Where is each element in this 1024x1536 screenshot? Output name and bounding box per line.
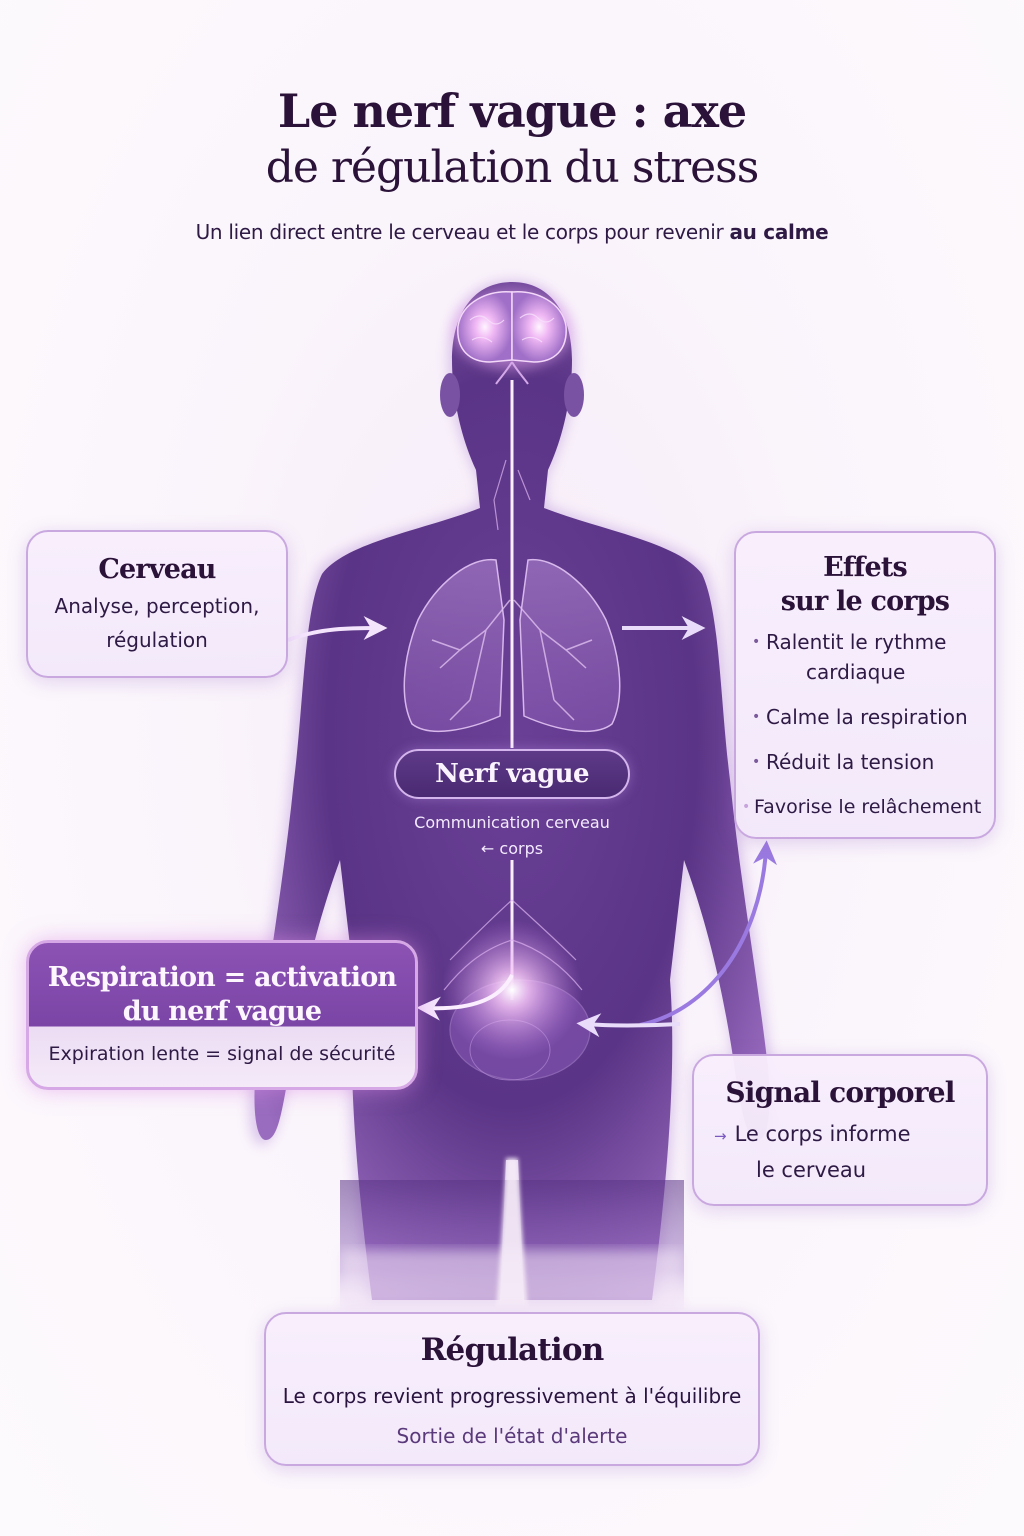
effets-list-item: Réduit la tension [736,747,994,777]
nerf-vague-caption: Communication cerveau ← corps [414,813,610,858]
card-regulation-subtext: Sortie de l'état d'alerte [396,1424,628,1448]
arrow-signal-to-gut [576,1013,681,1038]
card-cerveau-text: Analyse, perception, régulation [54,594,260,652]
effets-list-item: Favorise le relâchement [736,792,994,822]
page-subtitle: Un lien direct entre le cerveau et le co… [0,220,1024,244]
lungs-icon [403,558,621,733]
card-signal-text: →Le corps informe le cerveau [714,1122,911,1182]
subtitle-bold: au calme [729,220,829,244]
card-respiration-text: Expiration lente = signal de sécurité [48,1043,396,1065]
page-title-line2: de régulation du stress [265,142,760,193]
card-effets-title: Effets sur le corps [780,552,950,617]
card-respiration-title: Respiration = activation du nerf vague [47,962,397,1027]
card-signal-title: Signal corporel [725,1076,955,1109]
card-regulation-title: Régulation [420,1332,605,1368]
arrow-signal-to-effets [639,840,778,1027]
gut-icon [442,920,591,1081]
effets-list-item: Ralentit le rythme cardiaque [736,627,994,687]
card-effets-sur-le-corps: Effets sur le corps Ralentit le rythme c… [734,531,996,839]
arrow-cerveau-to-body [287,616,388,642]
card-cerveau: Cerveau Analyse, perception, régulation [26,530,288,678]
subtitle-regular: Un lien direct entre le cerveau et le co… [195,220,730,244]
card-respiration: Respiration = activation du nerf vague E… [26,940,418,1090]
brain-icon [452,290,572,385]
arrow-right-icon: → [714,1127,727,1145]
effets-list: Ralentit le rythme cardiaque Calme la re… [736,627,994,822]
card-signal-corporel: Signal corporel →Le corps informe le cer… [692,1054,988,1206]
card-regulation: Régulation Le corps revient progressivem… [264,1312,760,1466]
arrow-to-respiration [416,974,514,1021]
card-regulation-text: Le corps revient progressivement à l'équ… [282,1384,742,1408]
card-cerveau-title: Cerveau [98,554,216,585]
effets-list-item: Calme la respiration [736,702,994,732]
nerf-vague-label: Nerf vague [394,749,630,799]
page-title-line1: Le nerf vague : axe [277,84,747,138]
